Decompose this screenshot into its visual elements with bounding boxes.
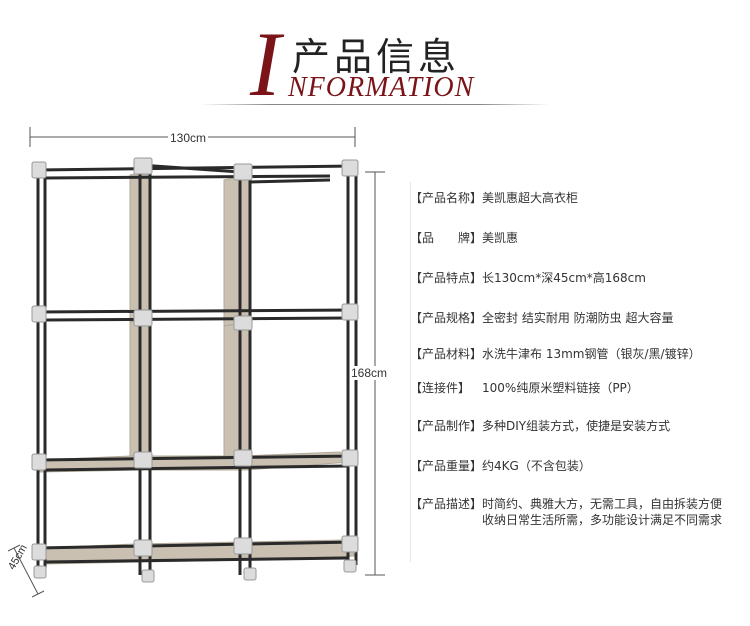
info-divider xyxy=(410,182,411,562)
info-row-name: 【产品名称】 美凯惠超大高衣柜 xyxy=(410,190,578,206)
plastic-connectors xyxy=(31,157,359,583)
info-label: 【品 牌】 xyxy=(410,231,483,245)
info-value: 全密封 结实耐用 防潮防虫 超大容量 xyxy=(482,311,674,325)
header-title-en: NFORMATION xyxy=(288,72,475,103)
info-label: 【产品规格】 xyxy=(410,311,483,325)
info-value: 美凯惠超大高衣柜 xyxy=(482,191,579,205)
info-row-spec: 【产品规格】 全密封 结实耐用 防潮防虫 超大容量 xyxy=(410,310,673,326)
width-label: 130cm xyxy=(168,131,209,145)
height-label: 168cm xyxy=(350,366,389,380)
info-row-assembly: 【产品制作】 多种DIY组装方式，使捷是安装方式 xyxy=(410,418,670,434)
depth-dimension-line xyxy=(7,544,45,598)
info-row-brand: 【品 牌】 美凯惠 xyxy=(410,230,518,246)
product-info-table: 【产品名称】 美凯惠超大高衣柜 【品 牌】 美凯惠 【产品特点】 长130cm*… xyxy=(410,178,745,578)
header-initial: I xyxy=(250,13,281,115)
info-value: 美凯惠 xyxy=(482,231,519,245)
info-row-material: 【产品材料】 水洗牛津布 13mm钢管（银灰/黑/镀锌） xyxy=(410,346,701,362)
steel-frame xyxy=(36,163,358,575)
info-label: 【产品名称】 xyxy=(410,191,483,205)
page-header: I 产品信息 NFORMATION xyxy=(0,0,750,110)
info-value: 约4KG（不含包装） xyxy=(482,459,591,473)
info-label: 【连接件】 xyxy=(410,381,471,395)
info-value: 时简约、典雅大方，无需工具，自由拆装方便收纳日常生活所需，多功能设计满足不同需求 xyxy=(482,497,723,527)
info-label: 【产品重量】 xyxy=(410,459,483,473)
info-value: 长130cm*深45cm*高168cm xyxy=(482,271,646,285)
header-divider xyxy=(200,104,550,105)
header-title-cn: 产品信息 xyxy=(292,35,461,79)
info-row-connector: 【连接件】 100%纯原米塑料链接（PP） xyxy=(410,380,639,396)
info-value: 100%纯原米塑料链接（PP） xyxy=(482,381,639,395)
info-row-description: 【产品描述】 时简约、典雅大方，无需工具，自由拆装方便收纳日常生活所需，多功能设… xyxy=(410,496,722,528)
info-row-features: 【产品特点】 长130cm*深45cm*高168cm xyxy=(410,270,646,286)
info-label: 【产品材料】 xyxy=(410,347,483,361)
fabric-panels xyxy=(39,169,356,565)
info-value: 多种DIY组装方式，使捷是安装方式 xyxy=(482,419,671,433)
info-label: 【产品描述】 xyxy=(410,497,483,511)
info-label: 【产品制作】 xyxy=(410,419,483,433)
info-value: 水洗牛津布 13mm钢管（银灰/黑/镀锌） xyxy=(482,347,701,361)
info-label: 【产品特点】 xyxy=(410,271,483,285)
info-row-weight: 【产品重量】 约4KG（不含包装） xyxy=(410,458,591,474)
